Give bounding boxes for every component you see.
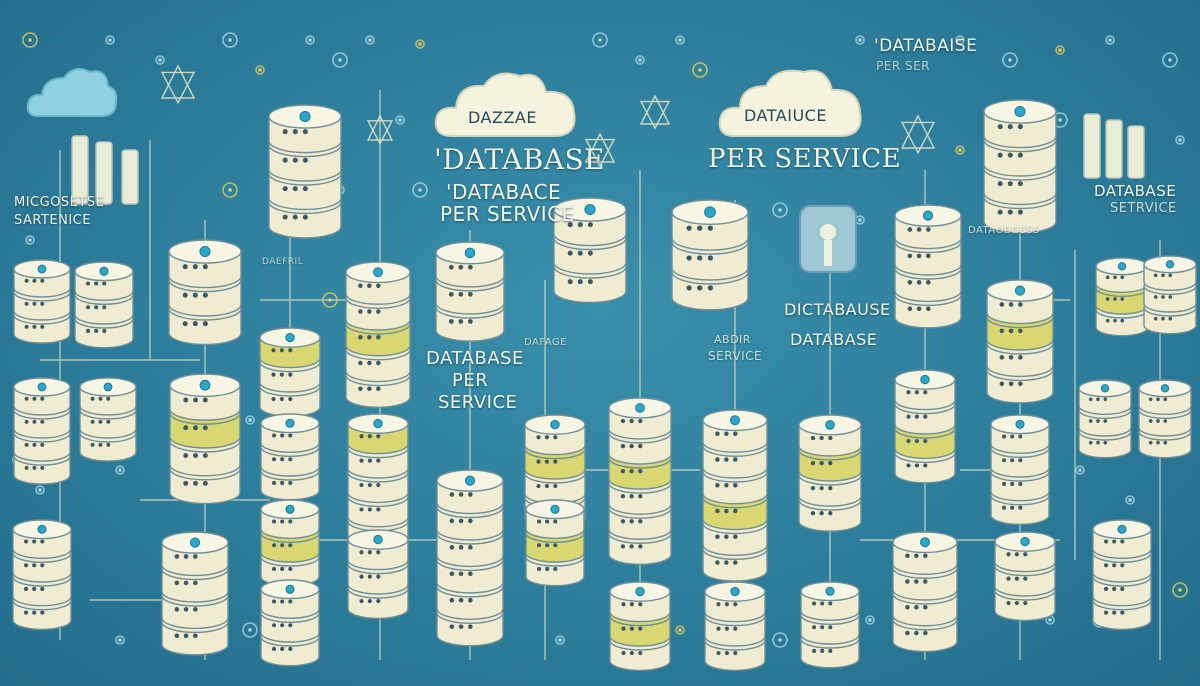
database-cylinder-icon [260, 499, 320, 587]
database-cylinder-icon [609, 581, 671, 672]
cloud-icon-right [718, 69, 862, 137]
mid-label-service: SERVICE [438, 392, 518, 413]
right-label-a: DATABASE [1094, 182, 1177, 200]
database-cylinder-icon [268, 104, 342, 239]
database-cylinder-icon [345, 261, 411, 408]
network-icon [900, 114, 936, 155]
server-bar-icon [95, 141, 113, 205]
left-label-a: MICGOSETSE [14, 195, 105, 210]
database-cylinder-icon [260, 579, 320, 667]
headline-per-service-right: PER SERVICE [708, 144, 902, 174]
server-bar-icon [121, 149, 139, 205]
database-cylinder-icon [347, 529, 409, 620]
database-cylinder-icon [168, 239, 242, 346]
database-cylinder-icon [994, 531, 1056, 622]
database-cylinder-icon [169, 373, 241, 505]
database-cylinder-icon [986, 279, 1054, 404]
database-cylinder-icon [892, 531, 958, 653]
database-cylinder-icon [800, 581, 860, 669]
database-cylinder-icon [608, 397, 672, 565]
left-label-b: SARTENICE [14, 213, 91, 228]
database-cylinder-icon [702, 409, 768, 582]
database-cylinder-icon [990, 414, 1050, 526]
small-label-databgess: DATAOBGESS [968, 225, 1040, 236]
database-cylinder-icon [1138, 379, 1192, 459]
network-icon [639, 94, 671, 130]
right-label-b: SETRVICE [1110, 201, 1177, 216]
database-cylinder-icon [259, 327, 321, 418]
network-icon [366, 114, 394, 146]
mid-label-per: PER [452, 370, 489, 391]
database-cylinder-icon [1078, 379, 1132, 459]
server-bar-icon [1127, 125, 1145, 179]
mid-small-label: DAFAGE [524, 337, 567, 348]
mid-label-database: DATABASE [426, 348, 524, 369]
headline-database-alt: 'DATABACE [446, 180, 562, 204]
database-cylinder-icon [894, 369, 956, 484]
top-right-sub: PER SER [876, 59, 931, 73]
database-cylinder-icon [525, 499, 585, 587]
service-small-label: SERVICE [708, 349, 763, 363]
database-cylinder-icon [12, 519, 72, 631]
top-right-label: 'DATABAISE [874, 36, 978, 56]
database-cylinder-icon [435, 241, 505, 342]
database-cylinder-icon [79, 377, 137, 462]
database-cylinder-icon [553, 197, 627, 304]
database-cylinder-icon [704, 581, 766, 672]
cloud-icon-left [434, 72, 576, 137]
abdir-label: ABDIR [714, 333, 751, 346]
database-cylinder-icon [161, 531, 229, 656]
database-cylinder-icon [671, 199, 749, 311]
database-cylinder-icon [1143, 255, 1197, 335]
database-cylinder-icon [74, 261, 134, 349]
network-icon [160, 64, 196, 105]
database-cylinder-icon [13, 259, 71, 344]
database-cylinder-icon [13, 377, 71, 485]
database-cylinder-icon [1092, 519, 1152, 631]
database-cylinder-icon [983, 99, 1057, 234]
server-bar-icon [1083, 113, 1101, 179]
cloud-icon-corner [26, 68, 118, 117]
database-cylinder-icon [798, 414, 862, 532]
database-cylinder-icon [260, 413, 320, 501]
cloud-label-right: DATAIUCE [744, 106, 827, 125]
cloud-label-left: DAZZAE [468, 108, 537, 127]
headline-database: 'DATABASE [434, 143, 606, 176]
server-bar-icon [71, 135, 89, 205]
headline-per-service: PER SERVICE [440, 202, 575, 226]
server-bar-icon [1105, 119, 1123, 179]
network-icon [584, 132, 616, 168]
small-label-dafeil: DAEFRIL [262, 257, 304, 267]
database-right-label: DATABASE [790, 330, 878, 349]
database-cylinder-icon [894, 204, 962, 329]
database-cylinder-icon [436, 469, 504, 647]
service-node-icon [799, 205, 857, 273]
dictabause-label: DICTABAUSE [784, 300, 891, 319]
database-cylinder-icon [1095, 257, 1149, 337]
